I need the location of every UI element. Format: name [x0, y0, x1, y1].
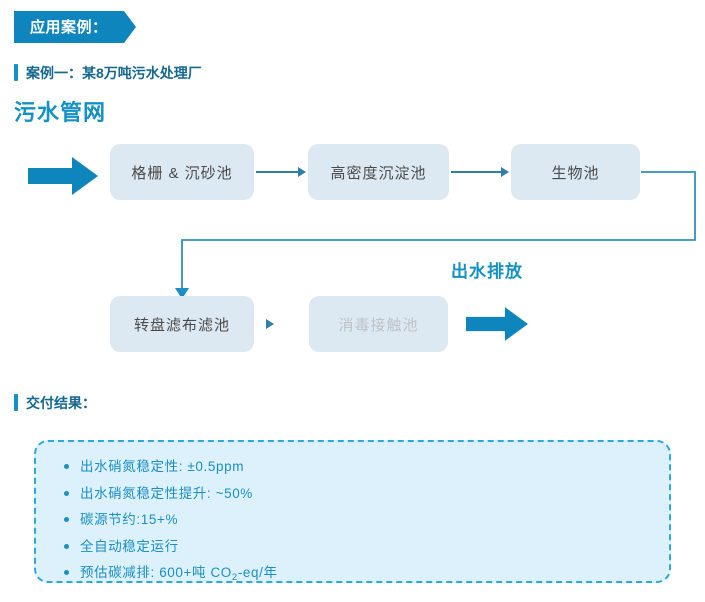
flow-node-bioreactor[interactable]: 生物池	[511, 144, 640, 200]
section-badge: 应用案例：	[14, 11, 136, 43]
flow-node-rotary-cloth-filter[interactable]: 转盘滤布滤池	[110, 296, 254, 352]
accent-bar-icon	[14, 394, 18, 411]
influent-arrow-icon	[28, 157, 98, 195]
section-badge-label: 应用案例：	[30, 18, 108, 36]
list-item-text: 预估碳减排: 600+吨 CO	[80, 565, 232, 580]
bullet-icon	[64, 490, 69, 496]
case-heading-label: 案例一：某8万吨污水处理厂	[26, 64, 202, 81]
list-item-subscript: 2	[231, 572, 238, 583]
bullet-icon	[64, 517, 69, 522]
connector-filter-to-disinfection	[266, 319, 285, 329]
list-item-text: 全自动稳定运行	[80, 538, 179, 554]
connector-line	[451, 171, 501, 173]
list-item-text: 碳源节约:15+%	[80, 512, 179, 527]
flow-node-disinfection-contact-tank-label: 消毒接触池	[338, 316, 419, 334]
connector-sedimentation-to-bioreactor	[451, 167, 509, 177]
section-badge-arrow-tip	[123, 11, 136, 43]
flow-node-high-density-sedimentation[interactable]: 高密度沉淀池	[308, 144, 449, 200]
flow-node-disinfection-contact-tank[interactable]: 消毒接触池	[309, 296, 448, 352]
diagram-title: 污水管网	[14, 100, 107, 125]
flow-node-rotary-cloth-filter-label: 转盘滤布滤池	[133, 316, 230, 334]
effluent-arrow-icon	[466, 307, 528, 341]
connector-line	[256, 171, 298, 173]
bullet-icon	[64, 570, 69, 575]
arrow-head-icon	[266, 319, 274, 329]
list-item: 出水硝氮稳定性: ±0.5ppm	[64, 459, 669, 474]
arrow-head-icon	[501, 167, 509, 177]
case-heading: 案例一：某8万吨污水处理厂	[14, 64, 202, 81]
flow-node-grit-chamber[interactable]: 格栅 & 沉砂池	[110, 144, 254, 200]
list-item: 碳源节约:15+%	[64, 512, 669, 527]
deliverable-heading-label: 交付结果：	[26, 394, 96, 411]
accent-bar-icon	[14, 64, 18, 81]
connector-grit-to-sedimentation	[256, 167, 306, 177]
bullet-icon	[64, 543, 69, 549]
flow-node-bioreactor-label: 生物池	[551, 164, 600, 182]
flow-node-high-density-sedimentation-label: 高密度沉淀池	[330, 164, 427, 182]
effluent-discharge-label: 出水排放	[451, 262, 523, 281]
deliverable-heading: 交付结果：	[14, 394, 96, 411]
list-item: 预估碳减排: 600+吨 CO2-eq/年	[64, 565, 669, 583]
bullet-icon	[64, 464, 69, 469]
list-item: 出水硝氮稳定性提升: ~50%	[64, 485, 669, 501]
arrow-head-icon	[298, 167, 306, 177]
flow-node-grit-chamber-label: 格栅 & 沉砂池	[131, 164, 233, 182]
list-item-text: 出水硝氮稳定性: ±0.5ppm	[80, 459, 245, 474]
list-item-text: 出水硝氮稳定性提升: ~50%	[80, 485, 253, 501]
list-item-text-tail: -eq/年	[237, 565, 278, 580]
section-badge-body: 应用案例：	[14, 11, 124, 43]
deliverable-results-panel: 出水硝氮稳定性: ±0.5ppm 出水硝氮稳定性提升: ~50% 碳源节约:15…	[34, 440, 671, 583]
list-item: 全自动稳定运行	[64, 538, 669, 554]
deliverable-results-list: 出水硝氮稳定性: ±0.5ppm 出水硝氮稳定性提升: ~50% 碳源节约:15…	[36, 442, 669, 583]
